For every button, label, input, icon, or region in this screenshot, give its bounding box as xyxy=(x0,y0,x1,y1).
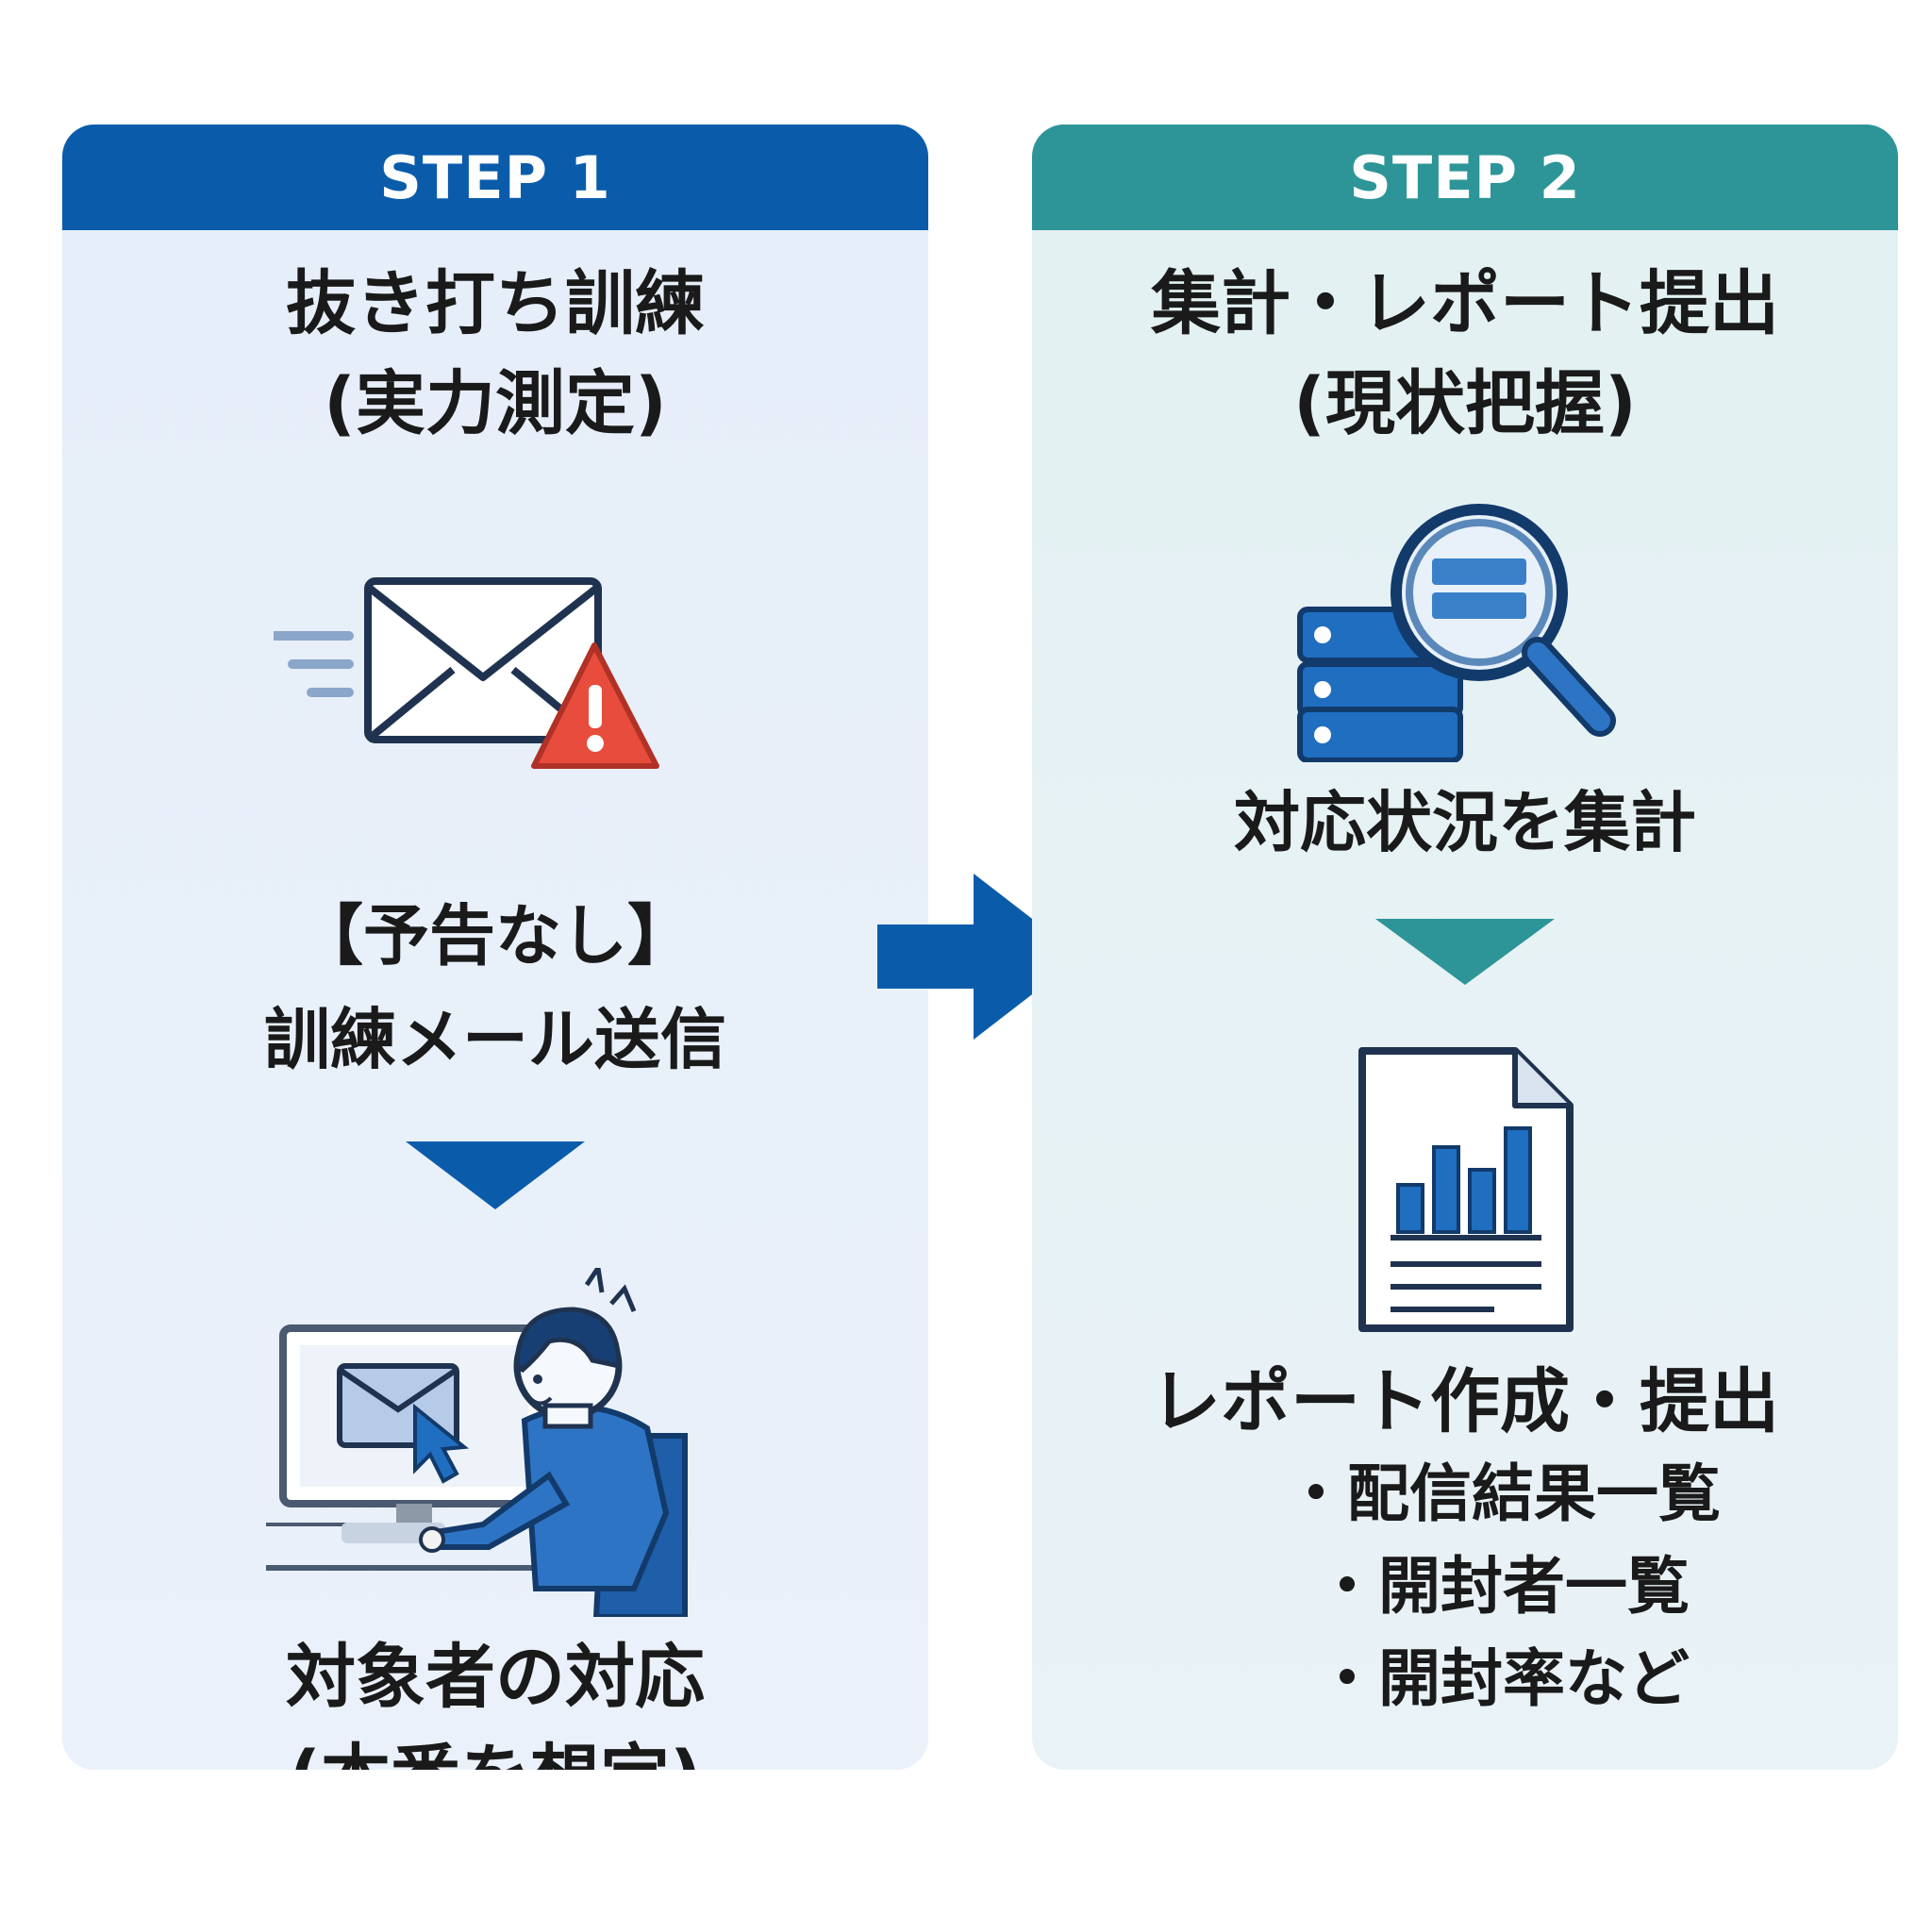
step1-mail-label-line2: 訓練メール送信 xyxy=(264,1001,726,1078)
person-at-computer-icon xyxy=(266,1268,688,1617)
step1-title-line2: (実力測定) xyxy=(324,363,667,444)
step2-report-item-2: ・開封者一覧 xyxy=(1316,1550,1690,1623)
step1-title-line1: 抜き打ち訓練 xyxy=(286,263,705,344)
step1-panel: STEP 1 抜き打ち訓練 (実力測定) 【予告なし】 訓練メール送信 xyxy=(62,125,928,1770)
step2-title-line1: 集計・レポート提出 xyxy=(1151,263,1779,344)
step2-panel: STEP 2 集計・レポート提出 (現状把握) 対応状況を集計 レポート作成・提… xyxy=(1032,125,1898,1770)
step2-title-line2: (現状把握) xyxy=(1293,363,1637,444)
step2-report-title: レポート作成・提出 xyxy=(1151,1361,1779,1442)
step1-mail-label-line1: 【予告なし】 xyxy=(297,897,693,974)
down-arrow-icon xyxy=(406,1141,585,1209)
step2-header: STEP 2 xyxy=(1032,125,1898,230)
step1-header: STEP 1 xyxy=(62,125,928,230)
down-arrow-icon-2 xyxy=(1375,919,1555,985)
report-chart-icon xyxy=(1358,1047,1574,1332)
arrow-right-icon xyxy=(877,874,1081,1040)
step2-report-item-1: ・配信結果一覧 xyxy=(1285,1457,1721,1530)
step2-report-item-3: ・開封率など xyxy=(1316,1642,1690,1715)
database-search-icon xyxy=(1297,504,1616,762)
step1-response-line2: (本番を想定) xyxy=(62,1739,928,1770)
envelope-warning-icon xyxy=(274,577,659,769)
step1-response-line1: 対象者の対応 xyxy=(286,1637,705,1718)
step2-aggregate-label: 対応状況を集計 xyxy=(1234,784,1696,861)
